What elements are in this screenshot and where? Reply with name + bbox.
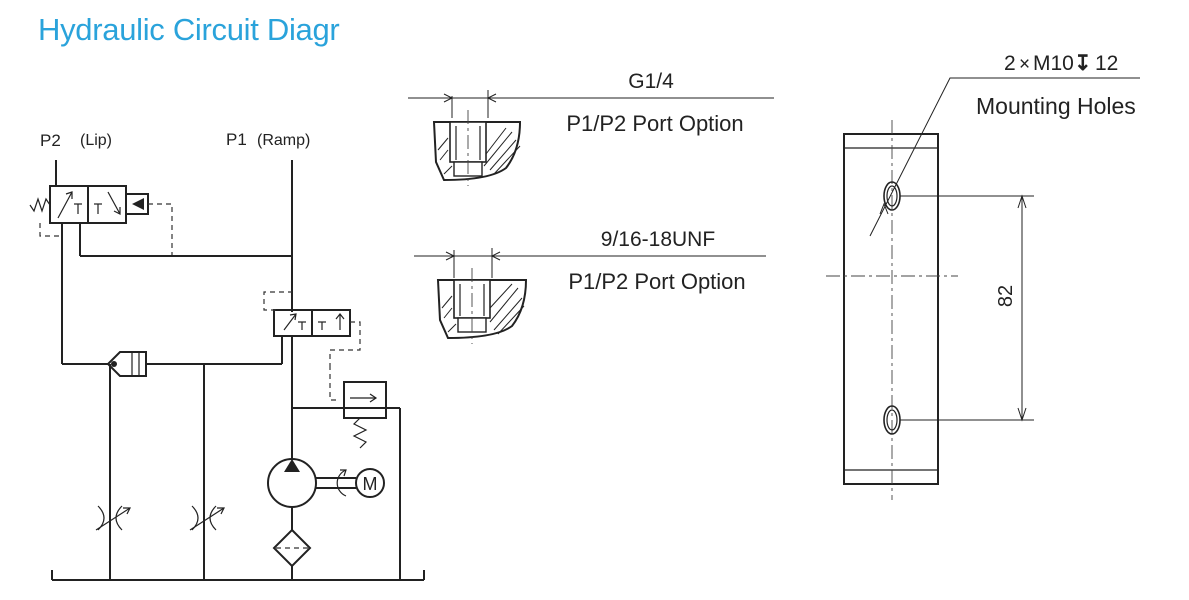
p2-port-sub: (Lip) (80, 132, 112, 149)
page-title: Hydraulic Circuit Diagr (38, 12, 340, 47)
spec-thread: M10 (1033, 52, 1074, 75)
mounting-block: 82 2 × M10 ↧ 12 Mounting Holes (826, 52, 1140, 500)
mounting-holes-label: Mounting Holes (976, 93, 1136, 119)
p2-directional-valve (29, 185, 173, 256)
pilot-check-valve (106, 351, 147, 377)
throttle-valve-1 (95, 505, 131, 531)
hydraulic-circuit: P2 (Lip) P1 (Ramp) (29, 130, 425, 581)
port-caption: P1/P2 Port Option (568, 269, 745, 294)
throttle-valve-2 (189, 505, 225, 531)
spec-depth: 12 (1095, 52, 1118, 75)
port-caption: P1/P2 Port Option (566, 111, 743, 136)
section-hatch (441, 283, 525, 335)
port-option-unf: 9/16-18UNF P1/P2 Port Option (414, 228, 766, 344)
section-hatch (437, 127, 521, 175)
pilot-triangle-icon (132, 198, 144, 210)
depth-icon: ↧ (1074, 52, 1092, 75)
p1-port-sub: (Ramp) (257, 132, 310, 149)
hydraulic-pump (267, 458, 356, 508)
p1-directional-valve (263, 291, 361, 368)
port-thread-label: 9/16-18UNF (601, 228, 715, 251)
spec-count: 2 (1004, 52, 1016, 75)
relief-valve (329, 368, 387, 449)
spring-icon (29, 197, 51, 213)
reservoir-tank (51, 570, 425, 581)
spring-icon (352, 417, 368, 449)
port-thread-label: G1/4 (628, 70, 674, 93)
p1-port-label: P1 (226, 130, 247, 149)
port-option-g14: G1/4 P1/P2 Port Option (408, 70, 774, 186)
motor-label: M (363, 474, 378, 494)
electric-motor: M (355, 468, 385, 498)
p2-port-label: P2 (40, 131, 61, 150)
spec-times: × (1019, 54, 1030, 75)
filter-icon (272, 507, 312, 580)
hole-spacing-dimension: 82 (995, 285, 1017, 307)
